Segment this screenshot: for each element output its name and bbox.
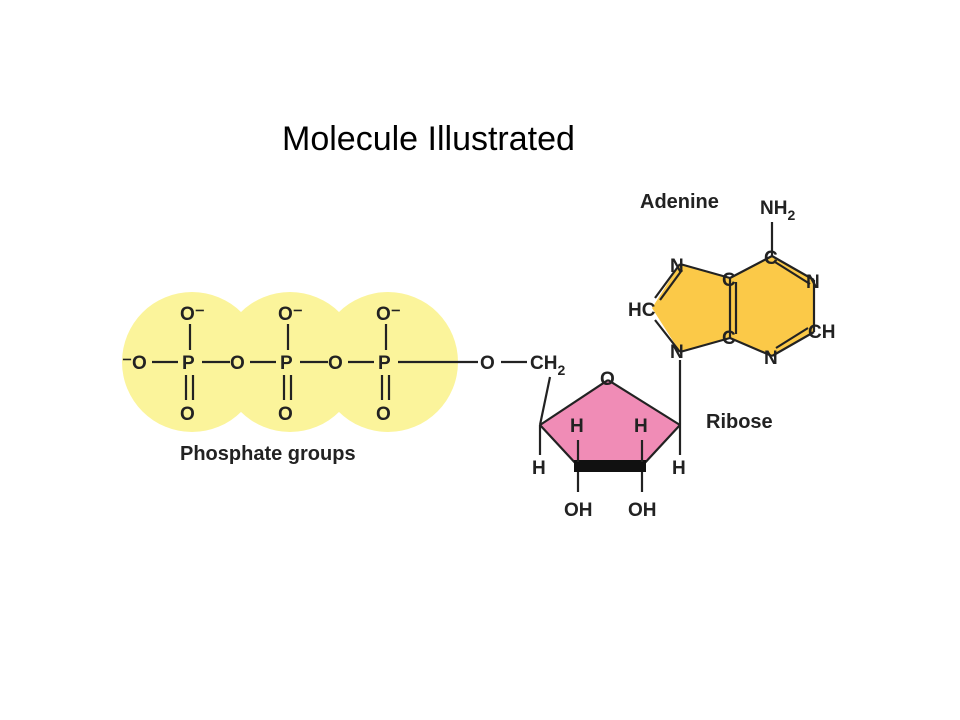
- phosphate-circles: [122, 292, 458, 432]
- atom-h-ribose-4: H: [672, 458, 686, 479]
- atom-h-ribose-3: H: [532, 458, 546, 479]
- atom-o-top-3: O⁻: [376, 304, 401, 325]
- atom-n-1: N: [806, 272, 820, 293]
- atom-c-5: C: [722, 270, 736, 291]
- atom-oh-1: OH: [564, 500, 593, 521]
- phosphate-circle-1: [122, 292, 262, 432]
- atom-nh2: NH2: [760, 198, 795, 223]
- atom-h-ribose-1: H: [570, 416, 584, 437]
- atom-ch-2: CH: [808, 322, 835, 343]
- atom-p-alpha-1: P: [182, 353, 195, 374]
- atom-o-minus-terminal: ⁻O: [122, 353, 147, 374]
- atom-o-top-2: O⁻: [278, 304, 303, 325]
- adenine-rings: [652, 222, 816, 358]
- ribose-atoms: O H H H H OH OH: [532, 369, 686, 521]
- atom-c-4: C: [722, 328, 736, 349]
- atom-n-3: N: [764, 348, 778, 369]
- phosphate-groups-label: Phosphate groups: [180, 443, 356, 465]
- phosphate-circle-2: [220, 292, 360, 432]
- atom-o-ester: O: [480, 353, 495, 374]
- atom-n-9: N: [670, 342, 684, 363]
- atom-o-bottom-2: O: [278, 404, 293, 425]
- atom-o-ribose: O: [600, 369, 615, 390]
- atom-o-bridge-1: O: [230, 353, 245, 374]
- atom-o-bridge-2: O: [328, 353, 343, 374]
- slide-title: Molecule Illustrated: [282, 120, 575, 158]
- atom-p-3: P: [378, 353, 391, 374]
- adenine-atoms: NH2 C N C N HC C CH N N: [628, 198, 835, 369]
- ribose-ring: [538, 360, 682, 492]
- atom-oh-2: OH: [628, 500, 657, 521]
- atom-o-bottom-3: O: [376, 404, 391, 425]
- ribose-label: Ribose: [706, 411, 773, 433]
- atom-o-top-1: O⁻: [180, 304, 205, 325]
- phosphate-bonds: [152, 324, 527, 400]
- atom-o-bottom-1: O: [180, 404, 195, 425]
- atom-h-ribose-2: H: [634, 416, 648, 437]
- atom-c-amine: C: [764, 248, 778, 269]
- phosphate-circle-3: [318, 292, 458, 432]
- atom-hc-8: HC: [628, 300, 656, 321]
- phosphate-atoms: ⁻O P O P O P O⁻ O⁻ O⁻ O O O O CH2: [122, 304, 565, 425]
- atom-ch2: CH2: [530, 353, 565, 378]
- atom-p-2: P: [280, 353, 293, 374]
- atom-n-7: N: [670, 256, 684, 277]
- adenine-label: Adenine: [640, 191, 719, 213]
